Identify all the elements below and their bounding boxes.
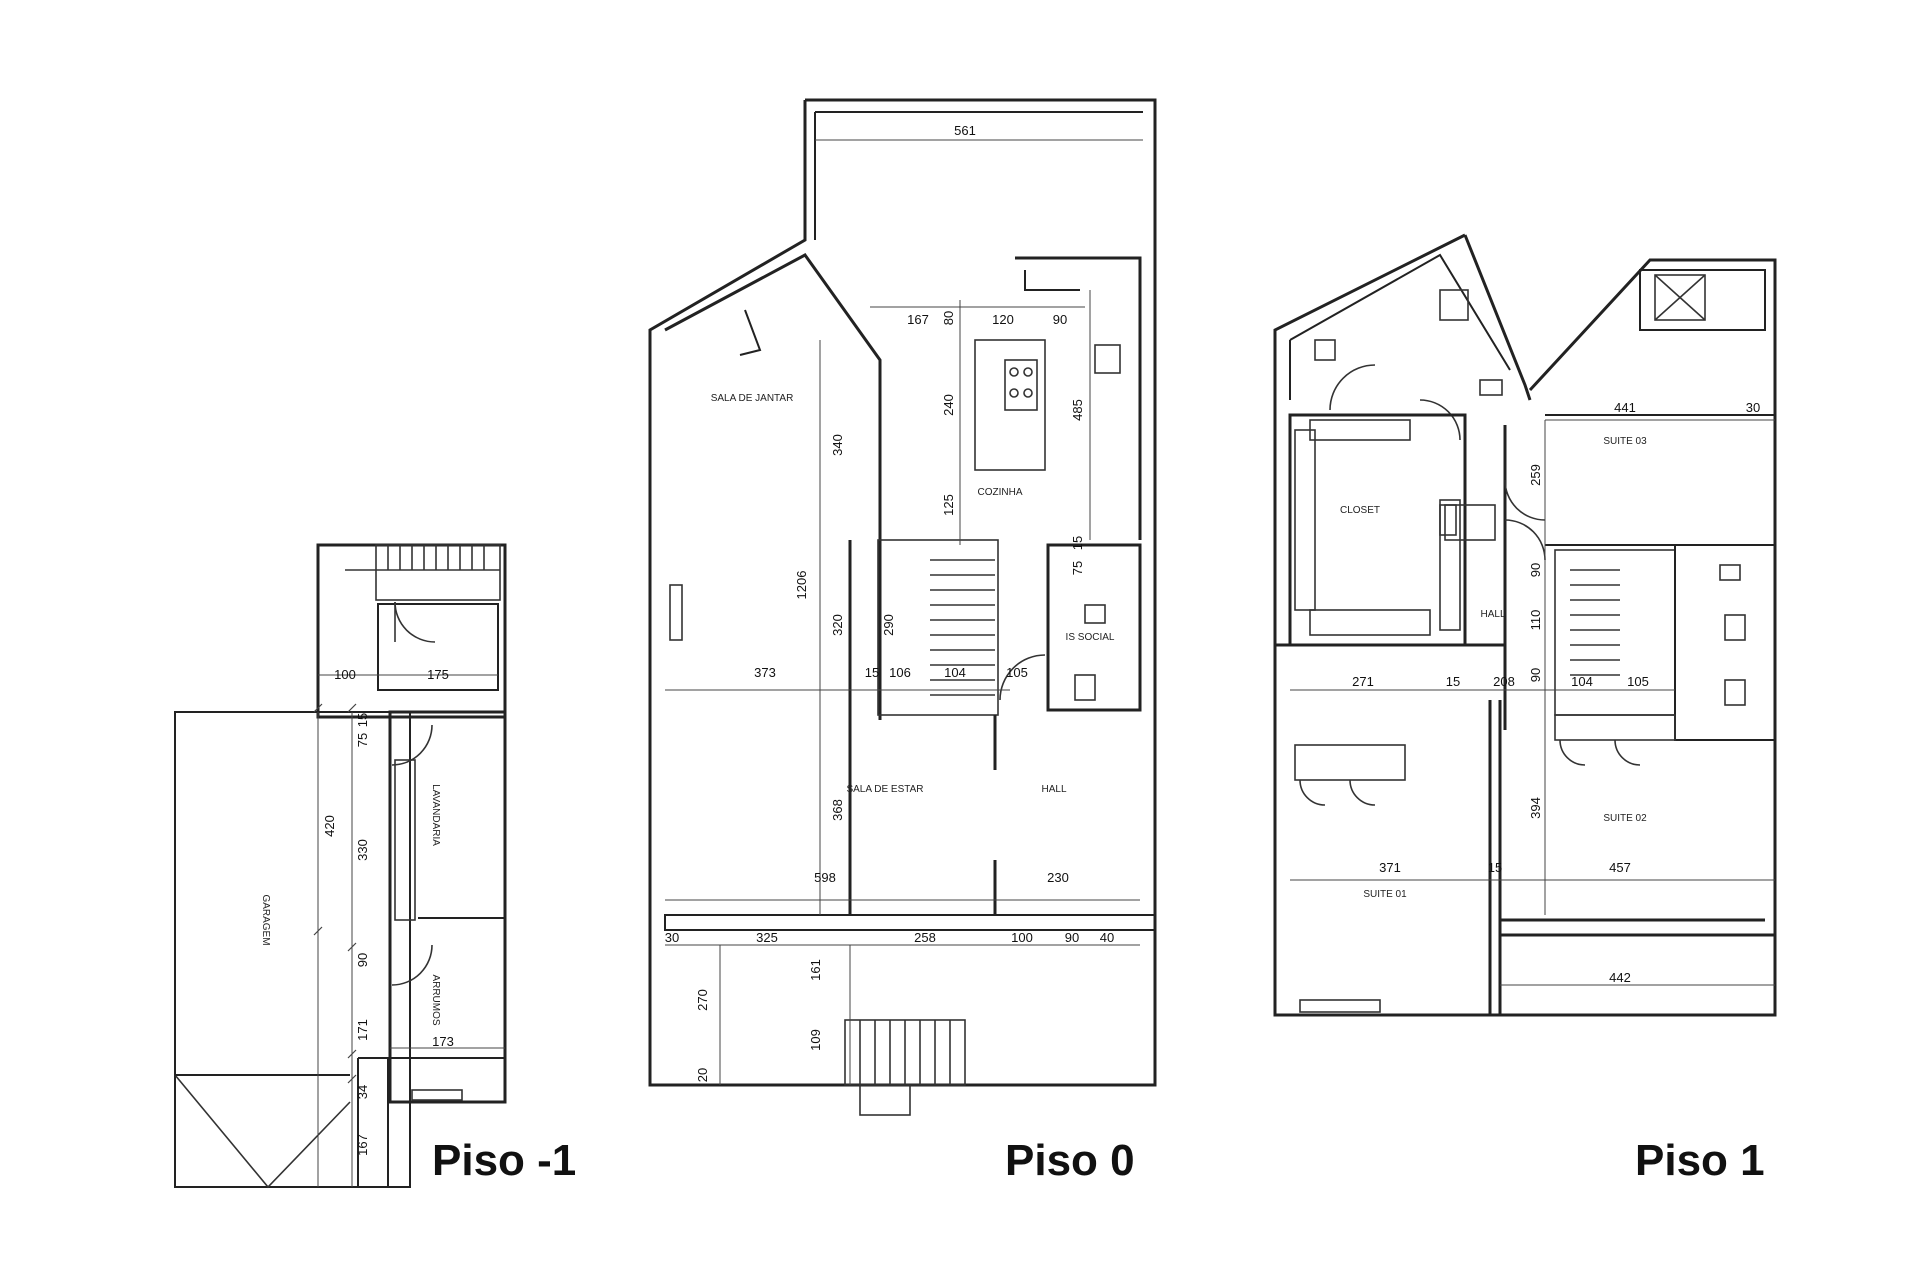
dim-label: 90 bbox=[355, 953, 370, 967]
dim-label: 90 bbox=[1528, 668, 1543, 682]
dim-label: 75 bbox=[1070, 561, 1085, 575]
dim-label: 105 bbox=[1006, 665, 1028, 680]
dim-label: 167 bbox=[907, 312, 929, 327]
dim-label: 485 bbox=[1070, 399, 1085, 421]
dim-label: 442 bbox=[1609, 970, 1631, 985]
room-suite2: SUITE 02 bbox=[1603, 813, 1647, 824]
dim-label: 167 bbox=[355, 1134, 370, 1156]
dim-label: 173 bbox=[432, 1034, 454, 1049]
dim-label: 330 bbox=[355, 839, 370, 861]
floor0-outer-wall bbox=[805, 98, 1157, 1087]
dim-label: 598 bbox=[814, 870, 836, 885]
floor-0-plan: SALA DE JANTAR COZINHA IS SOCIAL SALA DE… bbox=[648, 98, 1157, 1185]
room-living: SALA DE ESTAR bbox=[846, 784, 923, 795]
dim-label: 240 bbox=[941, 394, 956, 416]
garage-outline bbox=[174, 711, 411, 1188]
dim-label: 20 bbox=[695, 1068, 710, 1082]
dim-label: 110 bbox=[1528, 610, 1543, 631]
room-storage: ARRUMOS bbox=[430, 974, 441, 1025]
floor-1-plan: CLOSET HALL SUITE 03 SUITE 02 SUITE 01 4… bbox=[1273, 233, 1777, 1185]
dim-label: 259 bbox=[1528, 464, 1543, 486]
dim-label: 34 bbox=[355, 1085, 370, 1099]
dim-label: 125 bbox=[941, 494, 956, 516]
dim-label: 75 bbox=[355, 733, 370, 747]
dim-label: 371 bbox=[1379, 860, 1401, 875]
dim-label: 290 bbox=[881, 614, 896, 636]
dim-label: 40 bbox=[1100, 930, 1114, 945]
dim-label: 230 bbox=[1047, 870, 1069, 885]
dim-label: 100 bbox=[1011, 930, 1033, 945]
dim-label: 271 bbox=[1352, 674, 1374, 689]
room-closet: CLOSET bbox=[1340, 505, 1380, 516]
dim-label: 90 bbox=[1065, 930, 1079, 945]
room-hall: HALL bbox=[1041, 784, 1066, 795]
dim-label: 105 bbox=[1627, 674, 1649, 689]
dim-label: 15 bbox=[1070, 536, 1085, 550]
dim-label: 90 bbox=[1053, 312, 1067, 327]
dim-label: 270 bbox=[695, 989, 710, 1011]
dim-label: 30 bbox=[1746, 400, 1760, 415]
dim-label: 90 bbox=[1528, 563, 1543, 577]
door-swing bbox=[394, 601, 436, 643]
dim-label: 80 bbox=[941, 311, 956, 325]
dim-label: 175 bbox=[427, 667, 449, 682]
dim-label: 171 bbox=[355, 1019, 370, 1041]
dim-label: 325 bbox=[756, 930, 778, 945]
dim-label: 30 bbox=[665, 930, 679, 945]
dim-label: 15 bbox=[1488, 860, 1502, 875]
dim-label: 340 bbox=[830, 434, 845, 456]
room-dining: SALA DE JANTAR bbox=[711, 393, 794, 404]
dim-label: 161 bbox=[808, 959, 823, 981]
room-laundry: LAVANDARIA bbox=[430, 784, 441, 846]
room-suite3: SUITE 03 bbox=[1603, 436, 1647, 447]
room-suite1: SUITE 01 bbox=[1363, 889, 1407, 900]
dim-label: 15 bbox=[1446, 674, 1460, 689]
room-wc: IS SOCIAL bbox=[1066, 632, 1115, 643]
dim-label: 1206 bbox=[794, 571, 809, 600]
dim-label: 420 bbox=[322, 815, 337, 837]
dim-label: 120 bbox=[992, 312, 1014, 327]
dim-label: 15 bbox=[865, 665, 879, 680]
dim-label: 561 bbox=[954, 123, 976, 138]
dim-label: 104 bbox=[1571, 674, 1593, 689]
dim-label: 320 bbox=[830, 614, 845, 636]
stairs-floor0 bbox=[877, 539, 999, 716]
kitchen-island bbox=[974, 339, 1046, 471]
room-garage: GARAGEM bbox=[260, 894, 271, 945]
laundry-storage-block bbox=[388, 710, 507, 1104]
cooktop-icon bbox=[1004, 359, 1038, 411]
dim-label: 208 bbox=[1493, 674, 1515, 689]
room-kitchen: COZINHA bbox=[978, 487, 1023, 498]
stairs-minus1 bbox=[345, 544, 501, 601]
dim-label: 106 bbox=[889, 665, 911, 680]
dim-label: 441 bbox=[1614, 400, 1636, 415]
floor-minus1-plan: GARAGEM LAVANDARIA ARRUMOS 100 175 15 75… bbox=[174, 543, 576, 1189]
dim-label: 457 bbox=[1609, 860, 1631, 875]
dim-label: 104 bbox=[944, 665, 966, 680]
dim-label: 15 bbox=[355, 713, 370, 727]
floor-title-minus1: Piso -1 bbox=[432, 1136, 576, 1185]
dim-label: 258 bbox=[914, 930, 936, 945]
floor-title-1: Piso 1 bbox=[1635, 1136, 1765, 1185]
wc-block bbox=[1046, 543, 1142, 712]
dim-label: 373 bbox=[754, 665, 776, 680]
garage-door-swing bbox=[174, 1074, 351, 1189]
dim-label: 394 bbox=[1528, 797, 1543, 819]
dim-label: 100 bbox=[334, 667, 356, 682]
floor1-outer-wall bbox=[1463, 234, 1532, 401]
dim-label: 109 bbox=[808, 1029, 823, 1051]
room-hall-1: HALL bbox=[1480, 609, 1505, 620]
floor-title-0: Piso 0 bbox=[1005, 1136, 1135, 1185]
dim-label: 368 bbox=[830, 799, 845, 821]
